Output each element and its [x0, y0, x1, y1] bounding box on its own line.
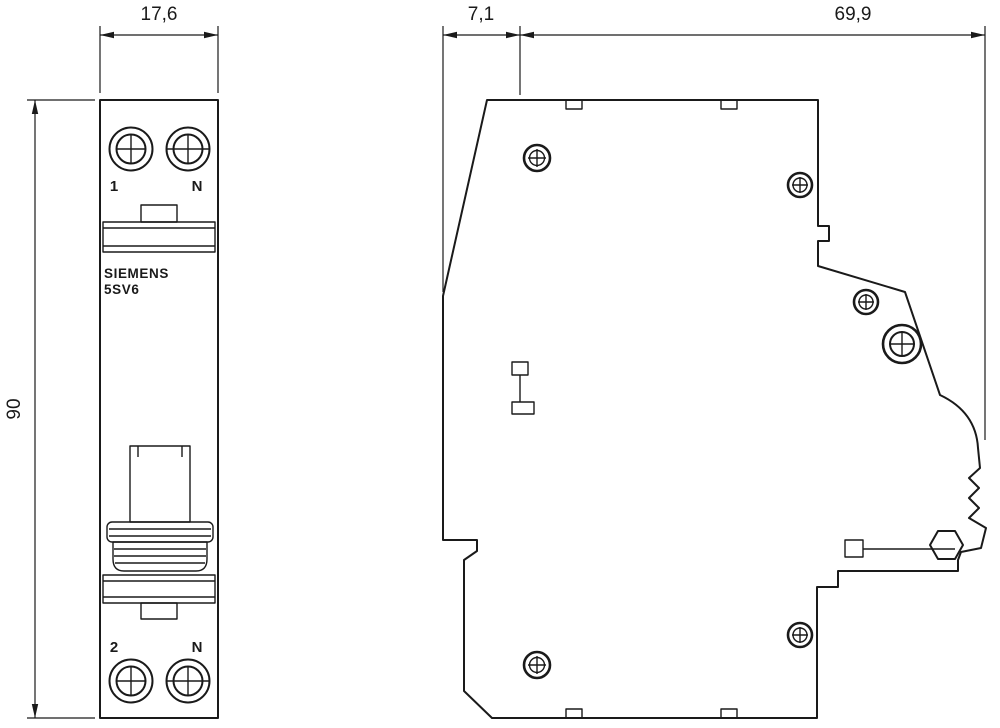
arrowhead-right — [204, 31, 218, 39]
terminal-screw-bottom-right — [165, 658, 211, 704]
toggle-flange-ribs — [109, 528, 211, 537]
dim-side-front-depth-value: 7,1 — [468, 4, 494, 25]
extension-lines — [27, 99, 95, 719]
arrowhead-top — [31, 100, 39, 114]
side-view — [442, 99, 987, 719]
dim-side-body-depth-value: 69,9 — [835, 4, 872, 25]
screw-outer-ring — [786, 621, 814, 649]
terminal-screw-top-left — [108, 126, 154, 172]
screw-outer-ring — [852, 288, 880, 316]
din-clip-hex-nut — [929, 530, 964, 560]
extension-lines — [442, 26, 521, 292]
brand-text: SIEMENS — [104, 266, 169, 281]
front-bezel-top — [102, 221, 216, 253]
terminal-screw-bottom-left — [108, 658, 154, 704]
front-view: 1 N SIEMENS 5SV6 2 N — [99, 99, 219, 719]
screw-outer-ring — [881, 323, 923, 365]
arrowhead-left — [443, 31, 457, 39]
arrowhead-right — [506, 31, 520, 39]
screw-outer-ring — [108, 658, 154, 704]
housing-screw-mid-right — [852, 288, 880, 316]
bottom-clip-right — [720, 708, 738, 719]
screw-cross-slot — [528, 149, 546, 167]
screw-outer-ring — [522, 143, 552, 173]
screw-cross-slot — [889, 331, 915, 357]
dim-front-width-value: 17,6 — [141, 4, 178, 25]
arrowhead-bottom — [31, 704, 39, 718]
screw-cross-slot — [116, 134, 146, 164]
dim-front-height-value: 90 — [4, 398, 25, 419]
dim-side-body-depth: 69,9 — [520, 4, 986, 440]
toggle-grip — [112, 541, 208, 572]
side-body-outline — [442, 99, 987, 719]
housing-screw-top-left — [522, 143, 552, 173]
housing-screw-upper-right — [786, 171, 814, 199]
arrowhead-left — [100, 31, 114, 39]
screw-cross-slot — [792, 177, 808, 193]
screw-cross-slot — [528, 656, 546, 674]
terminal-label-top-left: 1 — [110, 178, 118, 195]
screw-outer-ring — [108, 126, 154, 172]
front-latch-lower — [511, 401, 535, 415]
screw-cross-slot — [858, 294, 874, 310]
arrowhead-left — [520, 31, 534, 39]
screw-combi-slot — [166, 666, 210, 696]
top-clip-right — [720, 99, 738, 110]
terminal-label-top-right: N — [192, 178, 203, 195]
housing-screw-bottom-left — [522, 650, 552, 680]
front-step-bottom — [140, 602, 178, 620]
housing-screw-lower-right — [786, 621, 814, 649]
screw-outer-ring — [786, 171, 814, 199]
bottom-clip-left — [565, 708, 583, 719]
front-body-outline — [99, 99, 219, 719]
screw-outer-ring — [522, 650, 552, 680]
terminal-label-bottom-left: 2 — [110, 639, 118, 656]
front-bezel-top-lines — [103, 227, 215, 247]
screw-combi-slot — [166, 134, 210, 164]
toggle-stem-ticks — [137, 446, 183, 457]
screw-cross-slot — [792, 627, 808, 643]
terminal-label-bottom-right: N — [192, 639, 203, 656]
dim-front-width: 17,6 — [99, 4, 219, 93]
dim-front-height: 90 — [4, 99, 95, 719]
extension-lines — [99, 26, 219, 93]
housing-screw-large — [881, 323, 923, 365]
dim-side-front-depth: 7,1 — [442, 4, 521, 292]
screw-cross-slot — [116, 666, 146, 696]
model-text: 5SV6 — [104, 282, 139, 297]
front-bezel-bottom-lines — [103, 580, 215, 598]
top-clip-left — [565, 99, 583, 110]
arrowhead-right — [971, 31, 985, 39]
toggle-grip-ribs — [114, 548, 206, 564]
terminal-screw-top-right — [165, 126, 211, 172]
